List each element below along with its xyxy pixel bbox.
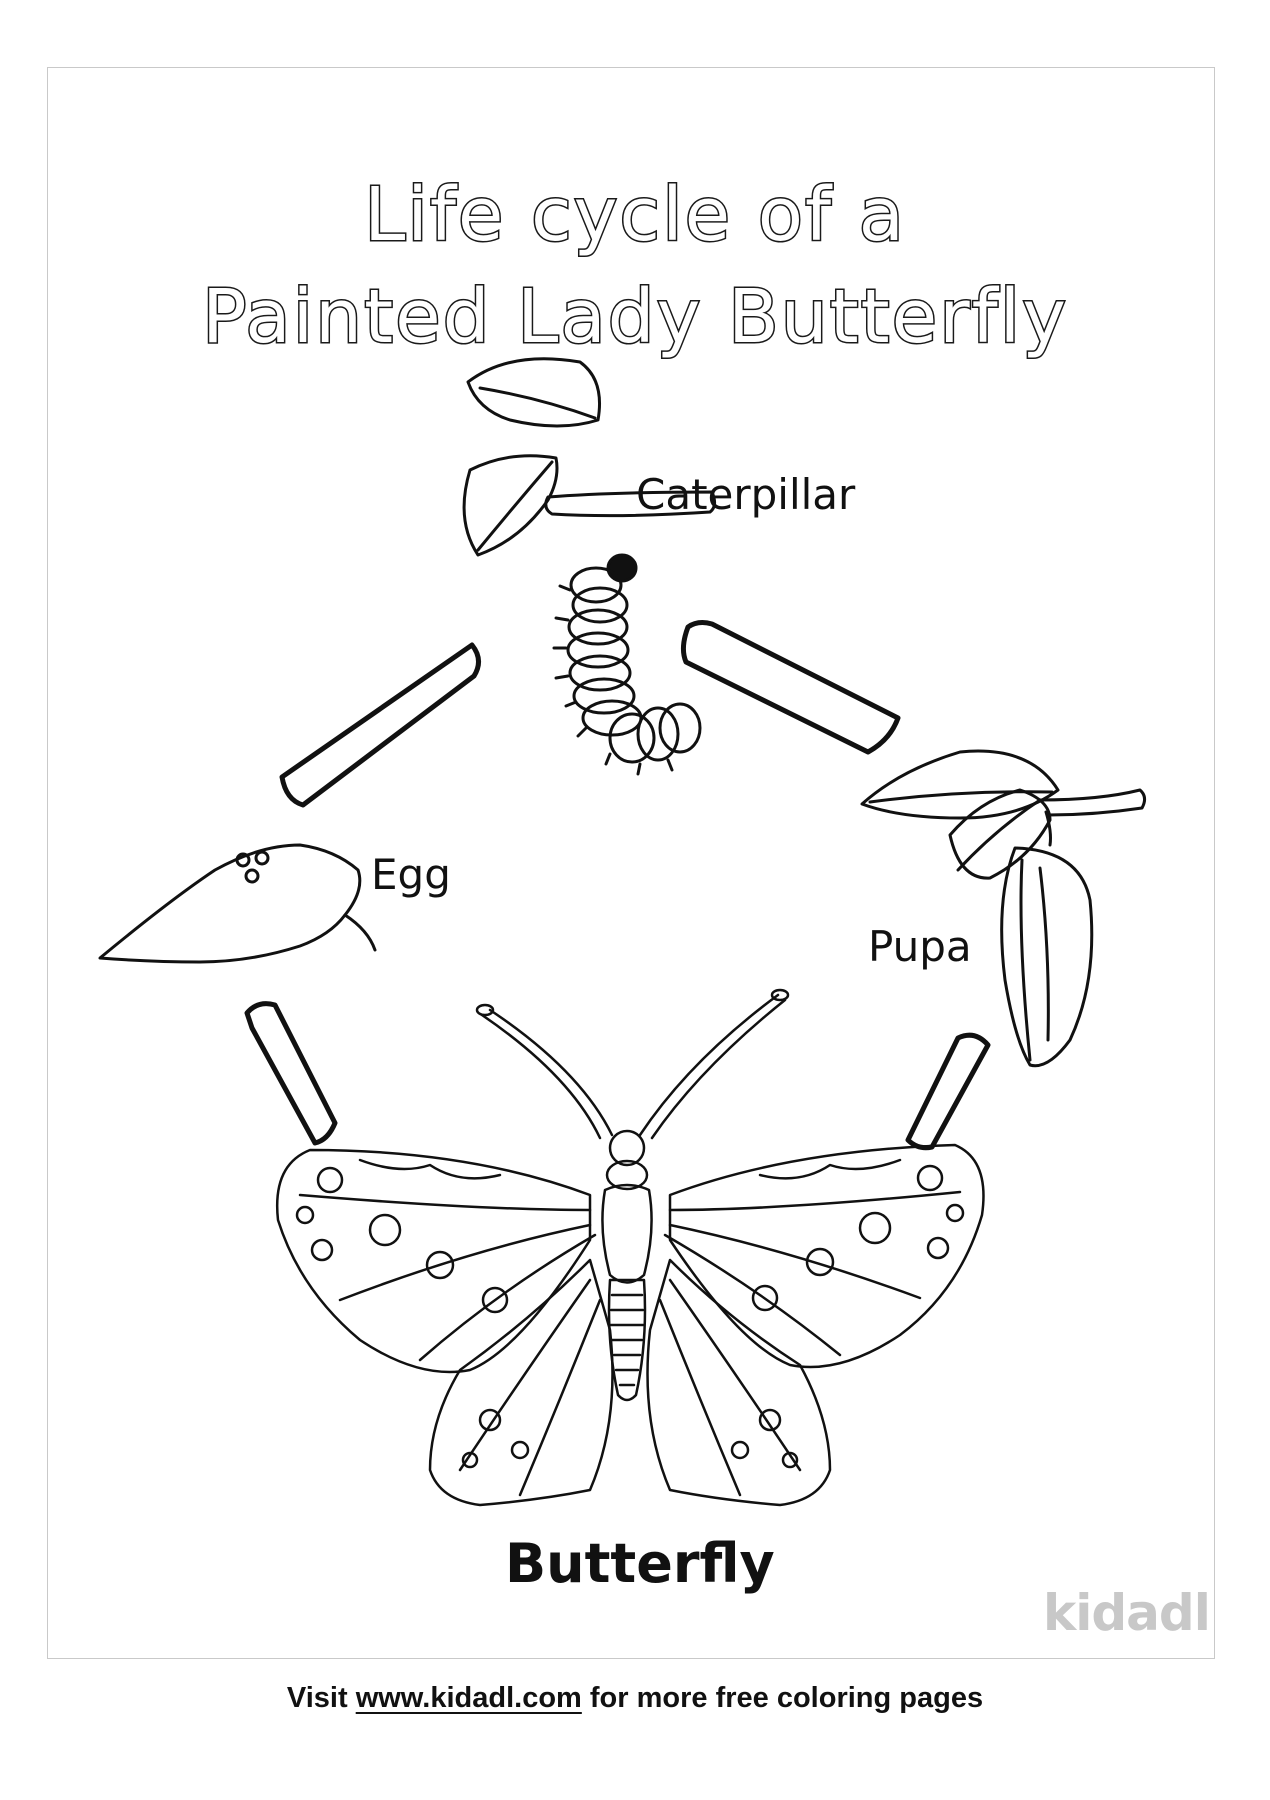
title-line-1: Life cycle of a <box>364 172 906 258</box>
cycle-bar-caterpillar-to-pupa <box>680 620 901 755</box>
title-line-2: Painted Lady Butterfly <box>202 274 1068 360</box>
caterpillar-illustration <box>462 357 717 776</box>
butterfly-illustration <box>275 988 985 1507</box>
footer-text: Visit www.kidadl.com for more free color… <box>0 1682 1270 1715</box>
pupa-illustration <box>860 749 1147 1068</box>
cycle-bar-butterfly-to-egg <box>244 1001 338 1146</box>
stage-label-caterpillar: Caterpillar <box>636 470 856 519</box>
egg-on-leaf-illustration <box>98 843 377 964</box>
footer-suffix: for more free coloring pages <box>581 1682 984 1714</box>
kidadl-watermark-logo: kidadl <box>1043 1584 1211 1642</box>
cycle-bar-pupa-to-butterfly <box>905 1032 991 1151</box>
footer-website-link[interactable]: www.kidadl.com <box>355 1682 582 1714</box>
stage-label-egg: Egg <box>371 850 451 899</box>
stage-label-butterfly: Butterfly <box>505 1532 775 1595</box>
footer-prefix: Visit <box>286 1682 356 1714</box>
cycle-bar-egg-to-caterpillar <box>279 642 481 808</box>
page-title: Life cycle of a Painted Lady Butterfly <box>200 171 1068 362</box>
coloring-page-frame <box>47 67 1215 1659</box>
stage-label-pupa: Pupa <box>868 922 972 971</box>
